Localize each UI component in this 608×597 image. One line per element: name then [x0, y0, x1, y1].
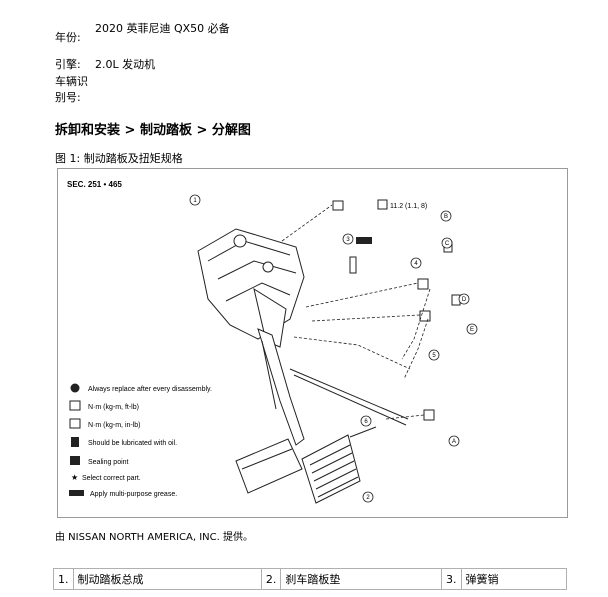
pedal-arm: [257, 328, 305, 446]
engine-value: 2.0L 发动机: [95, 58, 156, 71]
svg-text:5: 5: [432, 353, 436, 359]
bolt-lower: [419, 294, 461, 322]
figure-caption: 图 1: 制动踏板及扭矩规格: [55, 152, 183, 165]
nut-top: [332, 200, 344, 211]
svg-text:★: ★: [71, 473, 78, 482]
pedal-bracket: [197, 228, 305, 348]
svg-text:Should be lubricated with oil.: Should be lubricated with oil.: [88, 440, 177, 447]
year-label: 年份:: [55, 31, 81, 44]
vin-label-line1: 车辆识: [55, 75, 88, 88]
legend-oil: Should be lubricated with oil.: [71, 437, 177, 447]
year-value: 2020 英菲尼迪 QX50 必备: [95, 22, 230, 35]
callout-5: 5: [428, 349, 440, 361]
svg-text:6: 6: [364, 419, 368, 425]
svg-text:4: 4: [414, 261, 418, 267]
nut-lower: [423, 409, 435, 421]
part-number: 2.: [260, 568, 282, 590]
part-name: 刹车踏板垫: [280, 568, 443, 590]
svg-text:D: D: [462, 297, 467, 303]
callout-a: A: [448, 435, 460, 447]
svg-text:B: B: [444, 214, 448, 220]
svg-text:Always replace after every dis: Always replace after every disassembly.: [88, 386, 212, 393]
vin-label-line2: 别号:: [55, 91, 81, 104]
callout-1: 1: [189, 194, 201, 206]
credit-line: 由 NISSAN NORTH AMERICA, INC. 提供。: [55, 532, 254, 543]
legend-select-part: ★ Select correct part.: [71, 473, 141, 482]
callout-b: B: [440, 210, 452, 222]
callout-3: 3: [342, 233, 354, 245]
callout-2: 2: [362, 491, 374, 503]
section-code: SEC. 251 • 465: [67, 180, 122, 189]
callout-e: E: [466, 323, 478, 335]
part-name: 弹簧销: [460, 568, 568, 590]
svg-text:2: 2: [366, 495, 370, 501]
legend-grease: Apply multi-purpose grease.: [69, 490, 177, 498]
legend-torque-inlb: N·m (kg-m, in-lb): [69, 418, 141, 429]
bolt-upper: [417, 241, 453, 290]
brake-pedal-diagram: SEC. 251 • 465: [67, 180, 478, 504]
part-number: 3.: [441, 568, 462, 590]
svg-text:C: C: [445, 241, 450, 247]
leader-lines: [281, 204, 431, 420]
page-heading: 拆卸和安装 > 制动踏板 > 分解图: [55, 123, 251, 138]
parts-table: 1. 制动踏板总成 2. 刹车踏板垫 3. 弹簧销: [53, 568, 568, 590]
legend-replace: Always replace after every disassembly.: [70, 383, 212, 393]
svg-text:3: 3: [346, 237, 350, 243]
svg-text:Apply multi-purpose grease.: Apply multi-purpose grease.: [90, 491, 177, 498]
svg-text:N·m (kg-m, in-lb): N·m (kg-m, in-lb): [88, 422, 141, 429]
callout-d: D: [458, 293, 470, 305]
grease-icon: [356, 237, 372, 244]
part-number: 1.: [53, 568, 74, 590]
legend-sealing-point: Sealing point: [70, 456, 129, 466]
part-name: 制动踏板总成: [72, 568, 262, 590]
svg-text:Select correct part.: Select correct part.: [82, 475, 141, 482]
svg-text:A: A: [452, 439, 456, 445]
exploded-view-figure: SEC. 251 • 465: [57, 168, 568, 518]
engine-label: 引擎:: [55, 58, 81, 71]
svg-text:Sealing point: Sealing point: [88, 459, 129, 466]
callout-c: C: [441, 237, 453, 249]
spring-pin: [349, 256, 357, 274]
torque-icon: [377, 199, 388, 210]
svg-text:1: 1: [193, 198, 197, 204]
svg-text:E: E: [470, 327, 474, 333]
pedal-pad-cover: [301, 434, 361, 504]
legend: Always replace after every disassembly. …: [69, 383, 212, 498]
push-rod: [289, 368, 409, 438]
callout-4: 4: [410, 257, 422, 269]
legend-torque-ftlb: N·m (kg-m, ft-lb): [69, 400, 139, 411]
callout-6: 6: [360, 415, 372, 427]
brake-pedal-pad: [235, 438, 303, 494]
svg-text:N·m (kg-m, ft-lb): N·m (kg-m, ft-lb): [88, 404, 139, 411]
torque-value: 11.2 (1.1, 8): [390, 203, 427, 210]
table-row: 1. 制动踏板总成 2. 刹车踏板垫 3. 弹簧销: [53, 568, 568, 590]
